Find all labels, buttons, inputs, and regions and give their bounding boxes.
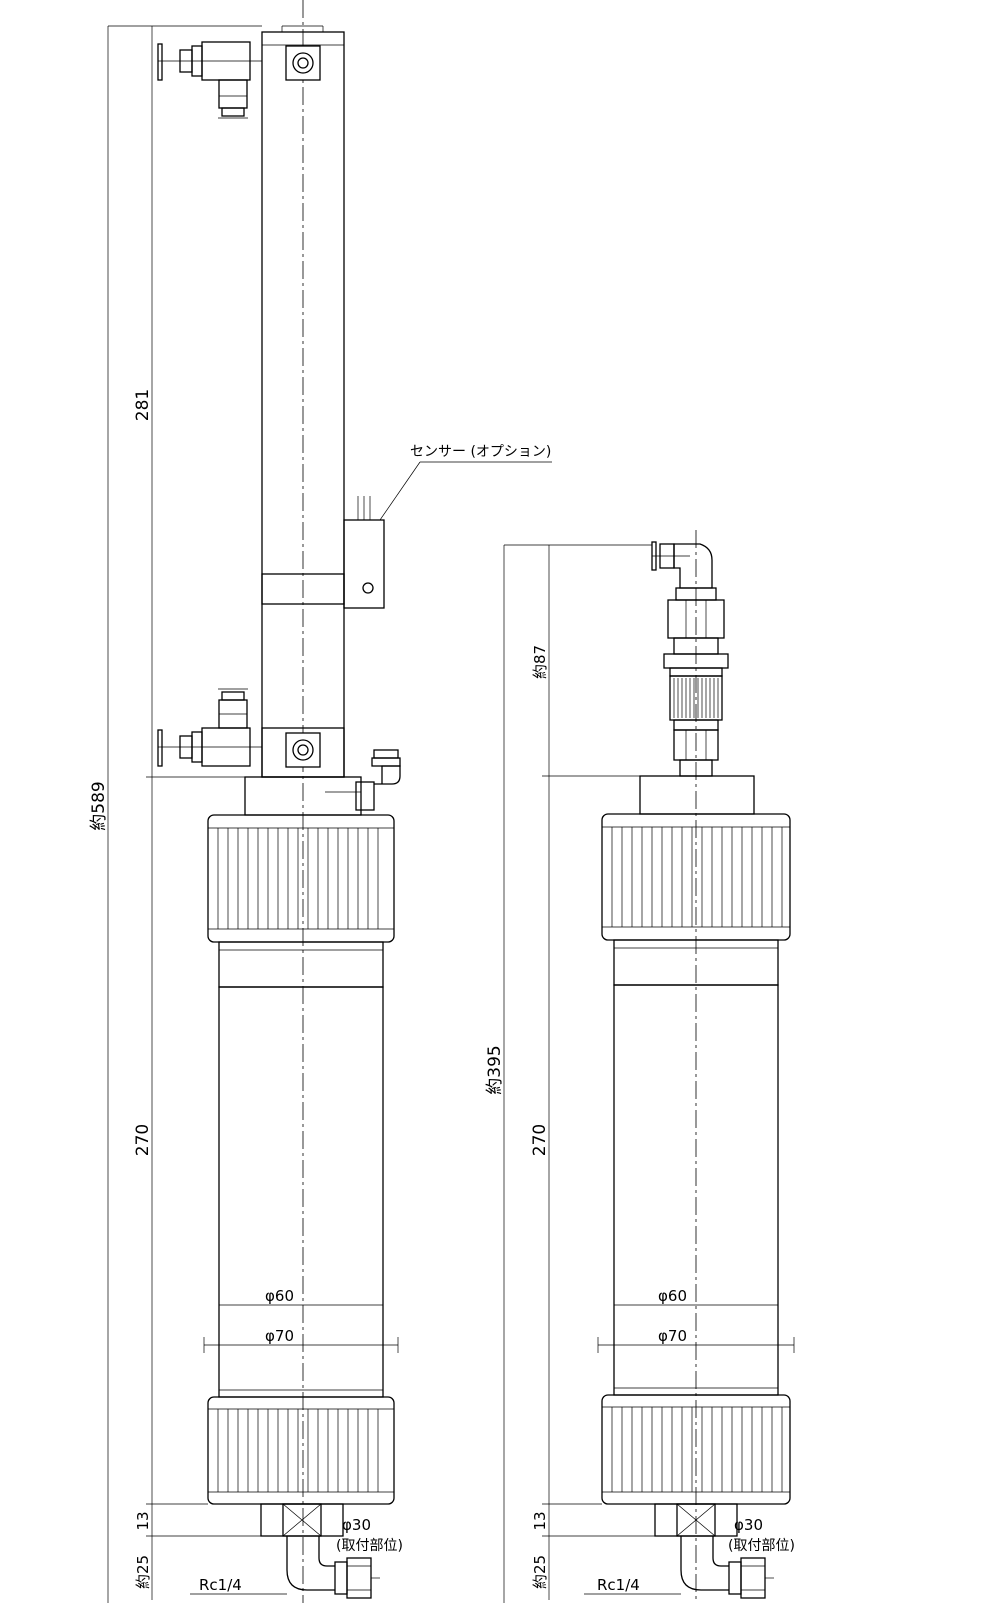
right-dimensions: [503, 544, 795, 1603]
right-view: [503, 530, 795, 1603]
right-bottom-b-dim: 約25: [531, 1555, 549, 1589]
left-sensor: [343, 461, 552, 609]
right-top-elbow: [651, 541, 713, 589]
right-thread: Rc1/4: [597, 1576, 640, 1594]
left-top-fitting: [157, 41, 262, 119]
right-outer-dia: φ70: [658, 1327, 687, 1345]
left-bottom-fitting: [157, 688, 262, 767]
left-collar: [218, 941, 384, 988]
left-cylinder-tube: [261, 31, 345, 778]
left-mount-dia: φ30: [342, 1516, 371, 1534]
left-body-dim: 270: [133, 1124, 153, 1156]
left-outer-dia: φ70: [265, 1327, 294, 1345]
right-mount-stub: [654, 1503, 738, 1537]
right-lower-nut: [601, 1394, 791, 1505]
left-mount-note: (取付部位): [336, 1538, 403, 1554]
left-bottom-a-dim: 13: [134, 1511, 152, 1530]
right-adapter-stack: [663, 587, 729, 777]
left-view: [107, 0, 552, 1603]
left-body: [218, 986, 384, 1398]
right-bottom-elbow: [680, 1536, 774, 1599]
left-overall-dim: 約589: [89, 781, 109, 830]
right-inner-dia: φ60: [658, 1287, 687, 1305]
left-dimensions: [107, 25, 399, 1603]
left-bottom-port: [285, 732, 321, 768]
right-mount-note: (取付部位): [728, 1538, 795, 1554]
sensor-callout: センサー (オプション): [410, 444, 551, 460]
left-inner-dia: φ60: [265, 1287, 294, 1305]
right-upper-dim: 約87: [531, 645, 549, 679]
left-bottom-elbow: [286, 1536, 380, 1599]
left-upper-nut: [207, 814, 395, 943]
right-upper-nut: [601, 813, 791, 941]
left-thread: Rc1/4: [199, 1576, 242, 1594]
right-bottom-a-dim: 13: [531, 1511, 549, 1530]
left-lower-nut: [207, 1396, 395, 1505]
right-head-cap: [639, 775, 755, 815]
left-top-port: [285, 45, 321, 81]
left-cap-elbow: [325, 749, 401, 811]
left-mount-stub: [260, 1503, 344, 1537]
left-upper-dim: 281: [133, 389, 153, 421]
right-body-dim: 270: [530, 1124, 550, 1156]
left-bottom-b-dim: 約25: [134, 1555, 152, 1589]
right-mount-dia: φ30: [734, 1516, 763, 1534]
right-overall-dim: 約395: [485, 1045, 505, 1094]
